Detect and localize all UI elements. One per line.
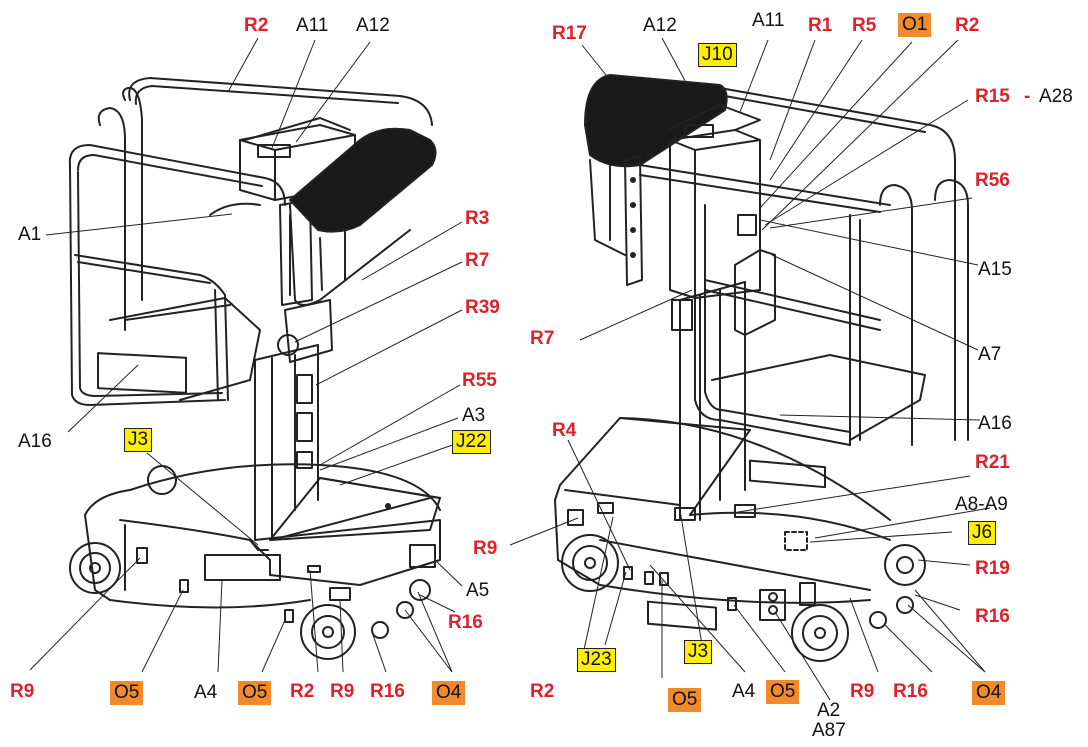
label-j10: J10 (698, 43, 737, 67)
label-a1: A1 (18, 224, 42, 245)
label-a3: A3 (462, 405, 486, 426)
label-r1: R1 (808, 15, 833, 36)
label-a16: A16 (18, 431, 52, 452)
label-r16-right: R16 (448, 612, 483, 633)
label-a15: A15 (978, 259, 1012, 280)
label-o5-a: O5 (110, 681, 144, 705)
label-r9-right-bottom: R9 (850, 681, 875, 702)
label-r16-bottom: R16 (370, 681, 405, 702)
label-a12: A12 (356, 15, 390, 36)
label-r56: R56 (975, 170, 1010, 191)
label-j3: J3 (124, 428, 153, 452)
label-a11: A11 (296, 15, 329, 36)
label-j6: J6 (968, 521, 997, 545)
label-r15: R15 (975, 86, 1010, 107)
label-a87: A87 (812, 720, 846, 741)
label-a4-right: A4 (732, 681, 756, 702)
label-r4: R4 (552, 420, 577, 441)
label-a11-right: A11 (752, 10, 785, 31)
label-r9-right: R9 (473, 538, 498, 559)
label-r5: R5 (852, 15, 877, 36)
label-a7: A7 (978, 344, 1002, 365)
label-r19: R19 (975, 558, 1010, 579)
label-a16-right: A16 (978, 413, 1012, 434)
label-r7-right: R7 (530, 328, 555, 349)
label-r21: R21 (975, 452, 1010, 473)
label-a5: A5 (466, 580, 490, 601)
label-o4: O4 (432, 681, 466, 705)
label-r39: R39 (465, 297, 500, 318)
label-a12-right: A12 (643, 15, 677, 36)
left-machine (68, 77, 441, 660)
label-a2: A2 (817, 700, 841, 721)
leader-lines (29, 37, 991, 701)
label-r2-right-bottom: R2 (530, 681, 555, 702)
label-r55: R55 (462, 370, 497, 391)
right-machine (554, 74, 969, 662)
label-a28: A28 (1039, 86, 1073, 107)
label-r2-right: R2 (955, 15, 980, 36)
label-o5-b: O5 (238, 681, 272, 705)
label-r2: R2 (244, 15, 269, 36)
label-j22: J22 (452, 430, 491, 454)
label-a4: A4 (194, 682, 218, 703)
label-r16-right-side: R16 (975, 606, 1010, 627)
label-r2-bottom: R2 (290, 681, 315, 702)
label-dash: - (1024, 86, 1031, 107)
label-o5-right-b: O5 (766, 680, 800, 704)
label-r7: R7 (465, 250, 490, 271)
label-a8-a9: A8-A9 (955, 494, 1008, 515)
label-o5-right-a: O5 (668, 688, 702, 712)
label-r17: R17 (552, 23, 587, 44)
label-o1: O1 (898, 13, 932, 37)
label-j23: J23 (577, 648, 616, 672)
label-r16-right-bottom: R16 (893, 681, 928, 702)
label-r9-left: R9 (10, 681, 35, 702)
label-r9-bottom: R9 (330, 681, 355, 702)
label-o4-right: O4 (972, 681, 1006, 705)
label-j3-right: J3 (684, 640, 713, 664)
label-r3: R3 (465, 208, 490, 229)
